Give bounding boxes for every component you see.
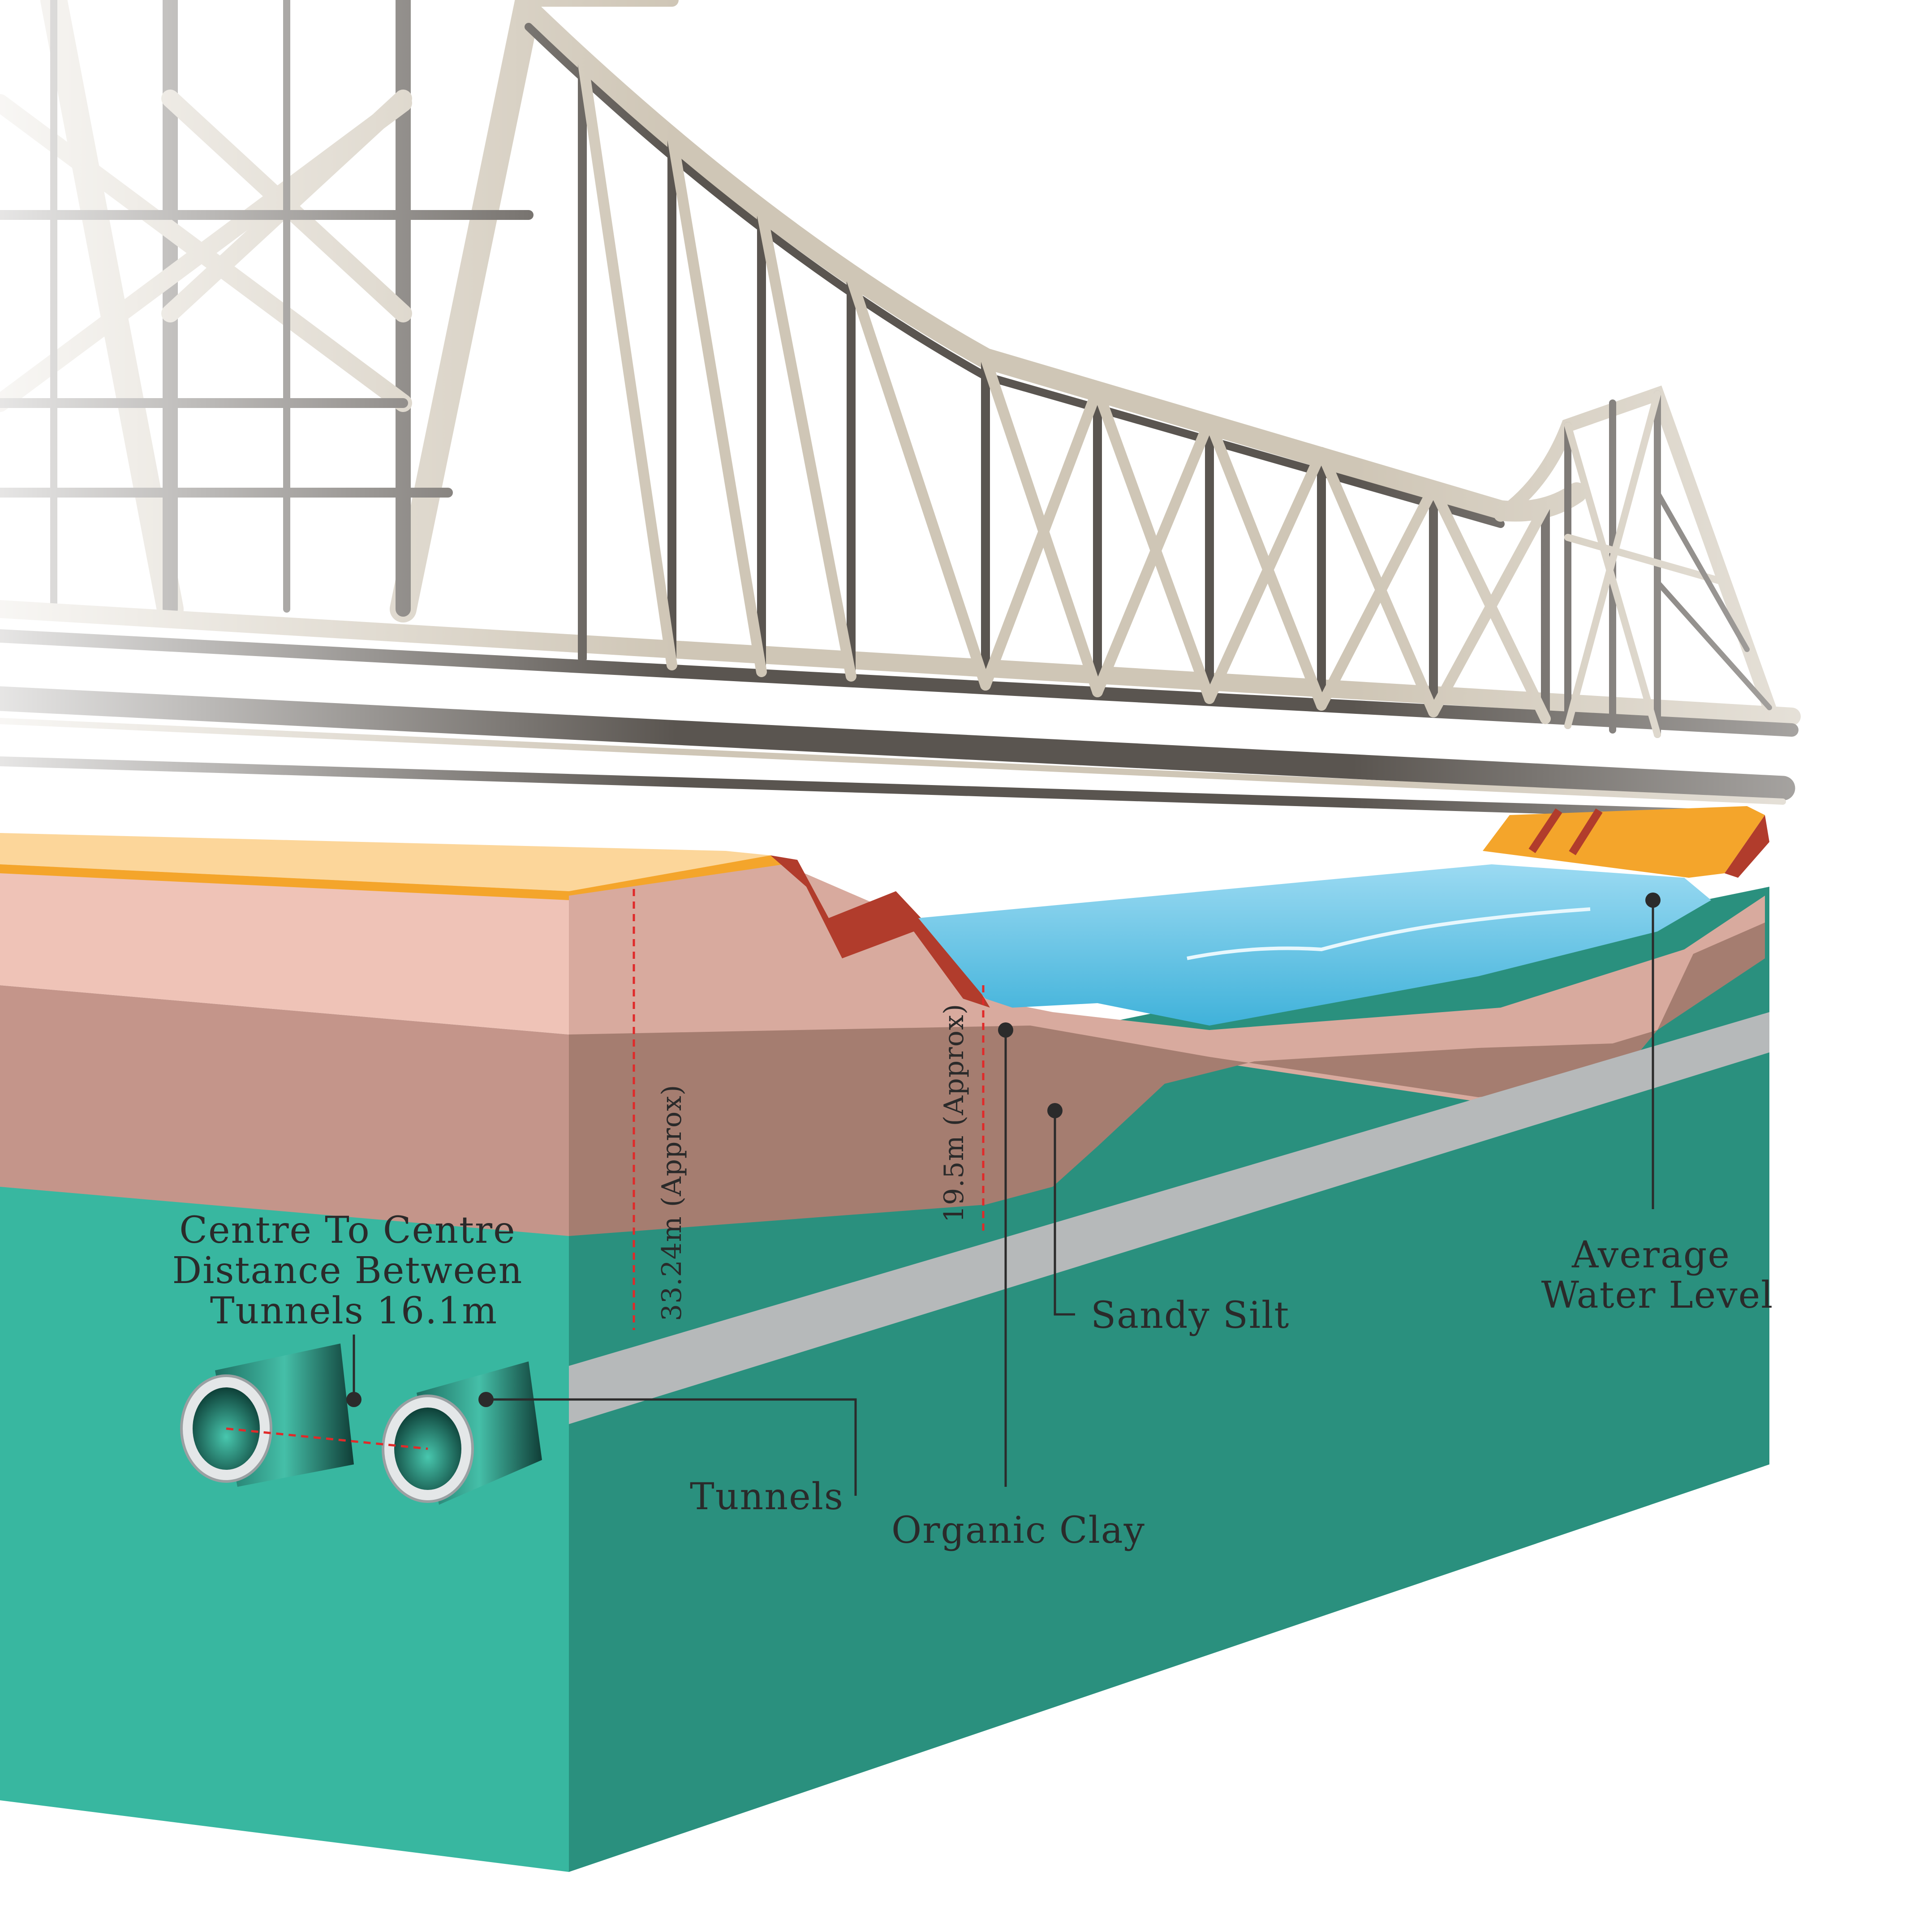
water-level-line-2: Water Level	[1541, 1274, 1774, 1317]
tunnels-label: Tunnels	[690, 1476, 844, 1518]
soil-band-front	[0, 864, 569, 1034]
topsoil-edge	[0, 864, 569, 900]
river-water	[918, 864, 1711, 1026]
ground-block	[0, 806, 1769, 1872]
organic-clay-label: Organic Clay	[891, 1509, 1145, 1552]
sandy-silt-label: Sandy Silt	[1091, 1294, 1290, 1337]
centre-distance-line-2: Distance Between	[172, 1249, 523, 1292]
depth-right-label: 19.5m (Approx)	[938, 1004, 970, 1223]
centre-distance-line-1: Centre To Centre	[179, 1209, 516, 1252]
water-ripple	[1187, 907, 1591, 960]
clay-band-front	[0, 985, 569, 1236]
bridge-truss-illustration	[0, 0, 1932, 851]
tunnels-group	[180, 1344, 542, 1505]
grey-strata-band	[569, 1012, 1769, 1424]
leader-lines	[346, 893, 1661, 1496]
centre-distance-line-3: Tunnels 16.1m	[210, 1290, 498, 1332]
water-level-label: Average Water Level	[1541, 1234, 1774, 1317]
depth-left-label: 33.24m (Approx)	[656, 1085, 688, 1321]
right-bank-edge	[1725, 815, 1769, 878]
teal-front-face	[0, 1120, 569, 1872]
centre-distance-label: Centre To Centre Distance Between Tunnel…	[172, 1209, 535, 1332]
tunnel-pipe-icon	[180, 1344, 354, 1487]
centre-distance-dash	[226, 1427, 428, 1450]
left-riverbank	[770, 855, 990, 1008]
clay-side	[569, 923, 1765, 1236]
water-level-line-1: Average	[1571, 1234, 1730, 1276]
topsoil-surface	[0, 833, 770, 891]
